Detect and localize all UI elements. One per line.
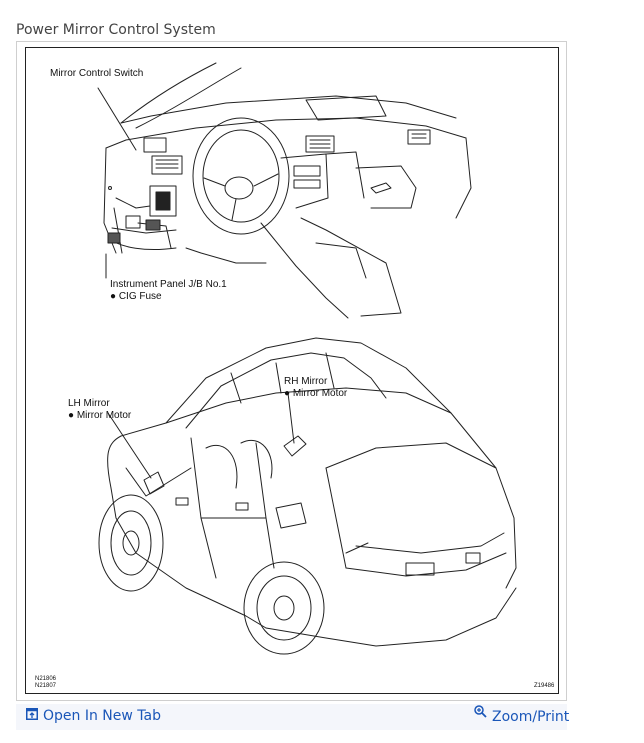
mirror-control-switch-label: Mirror Control Switch bbox=[50, 68, 144, 79]
open-in-new-tab-label: Open In New Tab bbox=[43, 708, 161, 724]
zoom-print-button[interactable]: Zoom/Print bbox=[474, 704, 570, 725]
cig-fuse-label: ● CIG Fuse bbox=[110, 291, 162, 302]
figure-caption: Power Mirror Control System bbox=[16, 22, 216, 38]
diagram-border: Mirror Control Switch Instrument Panel J… bbox=[25, 47, 559, 694]
open-in-new-tab-button[interactable]: Open In New Tab bbox=[26, 708, 161, 724]
instrument-panel-label: Instrument Panel J/B No.1 bbox=[110, 279, 227, 290]
figure-frame: Mirror Control Switch Instrument Panel J… bbox=[16, 41, 567, 701]
zoom-in-icon bbox=[474, 704, 487, 722]
wiring-diagram-illustration bbox=[97, 62, 517, 655]
open-in-new-tab-icon bbox=[26, 708, 38, 724]
zoom-print-label: Zoom/Print bbox=[492, 709, 570, 725]
lh-mirror-label: LH Mirror bbox=[68, 398, 110, 409]
rh-mirror-label: RH Mirror bbox=[284, 376, 328, 387]
rh-mirror-motor-label: ● Mirror Motor bbox=[284, 388, 348, 399]
diagram-code-bottom: N21807 bbox=[35, 683, 57, 689]
lh-mirror-motor-label: ● Mirror Motor bbox=[68, 410, 132, 421]
diagram-code-right: Z19486 bbox=[534, 683, 555, 689]
diagram-code-top: N21806 bbox=[35, 676, 57, 682]
image-toolbar: Open In New Tab Zoom/Print bbox=[16, 704, 570, 730]
